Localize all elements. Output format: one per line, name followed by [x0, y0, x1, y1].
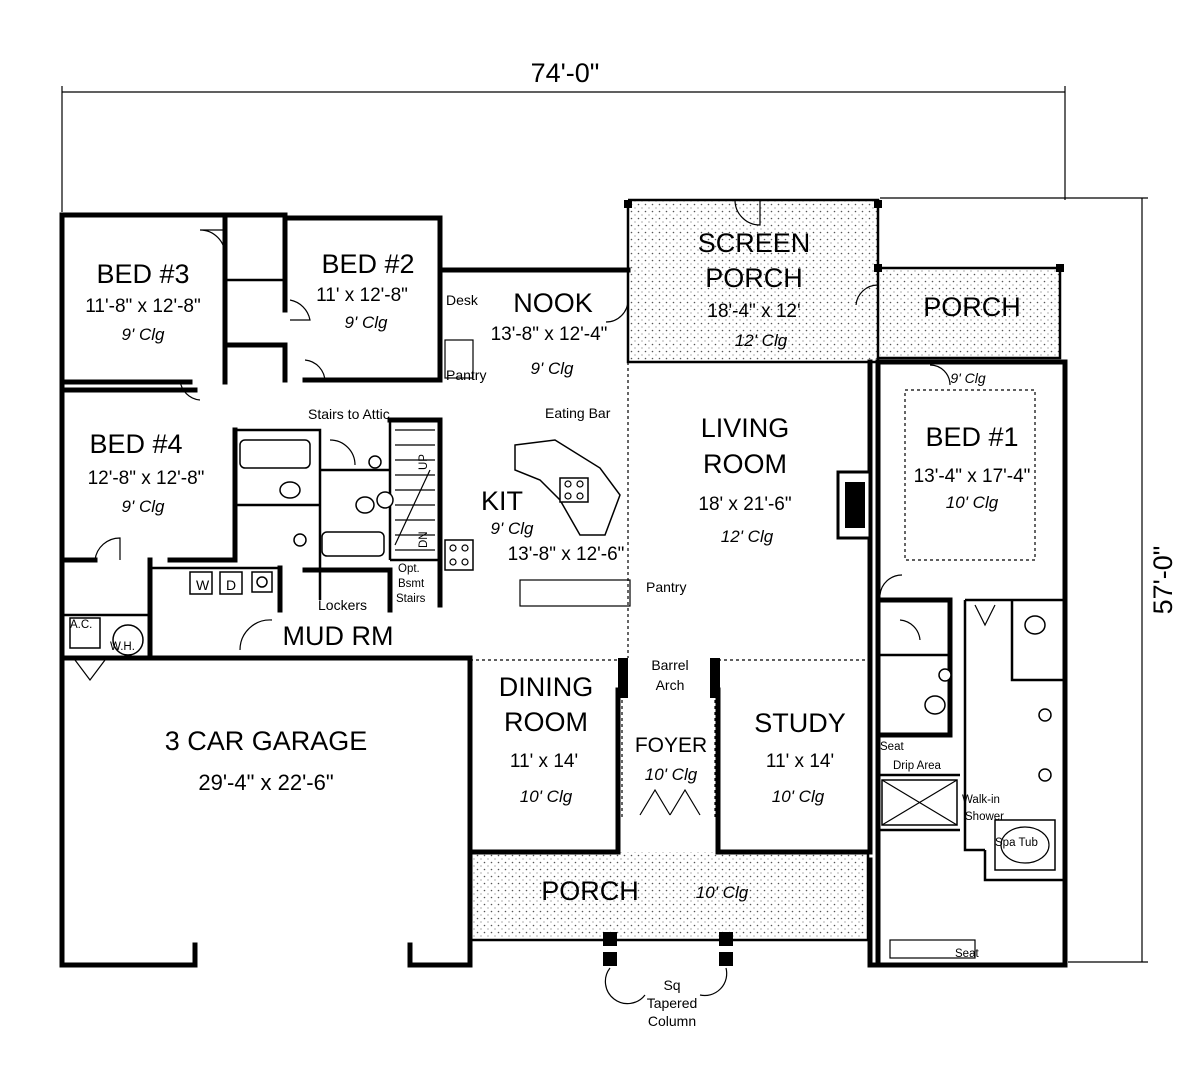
- garage-size: 29'-4" x 22'-6": [198, 770, 333, 795]
- front-porch-floor: [470, 852, 865, 937]
- washer-label: W: [196, 577, 210, 593]
- drip-area-label: Drip Area: [893, 760, 942, 772]
- bsmt-label: Bsmt: [398, 578, 425, 590]
- dining-name-line2: ROOM: [504, 707, 588, 737]
- shower-label: Shower: [965, 811, 1004, 823]
- dining-size: 11' x 14': [510, 751, 578, 772]
- bed1-name: BED #1: [925, 422, 1018, 452]
- living-ceiling: 12' Clg: [721, 527, 774, 546]
- kitchen-name: KIT: [481, 486, 523, 516]
- bed1-size: 13'-4" x 17'-4": [914, 466, 1031, 487]
- nook-pantry-label: Pantry: [446, 367, 486, 383]
- bed2-ceiling: 9' Clg: [345, 313, 388, 332]
- right-porch-floor: [880, 268, 1060, 358]
- desk-label: Desk: [446, 292, 479, 308]
- stairs-to-attic-label: Stairs to Attic: [308, 406, 390, 422]
- eating-bar-label: Eating Bar: [545, 405, 611, 421]
- bed4-name: BED #4: [89, 429, 182, 459]
- bed3-ceiling: 9' Clg: [122, 325, 165, 344]
- kitchen-pantry-label: Pantry: [646, 579, 686, 595]
- dining-name-line1: DINING: [499, 672, 594, 702]
- kitchen-size: 13'-8" x 12'-6": [508, 544, 625, 565]
- living-name-line1: LIVING: [701, 413, 790, 443]
- bed3-name: BED #3: [96, 259, 189, 289]
- stair-down-label: DN: [418, 531, 430, 548]
- stair-up-label: UP: [418, 454, 430, 470]
- tapered-label: Tapered: [647, 995, 698, 1011]
- bed1-ceiling: 10' Clg: [946, 493, 999, 512]
- front-porch-name: PORCH: [541, 876, 639, 906]
- dining-ceiling: 10' Clg: [520, 787, 573, 806]
- front-porch-ceiling: 10' Clg: [696, 883, 749, 902]
- screen-porch-ceiling: 12' Clg: [735, 331, 788, 350]
- bed2-name: BED #2: [321, 249, 414, 279]
- opt-label: Opt.: [398, 563, 420, 575]
- study-ceiling: 10' Clg: [772, 787, 825, 806]
- interior-walls: [59, 212, 1065, 968]
- porch-columns: [603, 200, 1064, 1005]
- depth-dimension-line: [880, 197, 1148, 963]
- dryer-label: D: [226, 577, 236, 593]
- bed4-ceiling: 9' Clg: [122, 497, 165, 516]
- bed4-size: 12'-8" x 12'-8": [88, 468, 205, 489]
- seat-bottom-label: Seat: [955, 948, 979, 960]
- sq-label: Sq: [663, 977, 680, 993]
- garage-name: 3 CAR GARAGE: [165, 726, 368, 756]
- depth-dimension: 57'-0": [1148, 546, 1178, 615]
- nook-name: NOOK: [513, 288, 593, 318]
- right-porch-name: PORCH: [923, 292, 1021, 322]
- bed1-tray-ceiling: 9' Clg: [950, 370, 986, 386]
- screen-porch-size: 18'-4" x 12': [707, 301, 800, 322]
- study-size: 11' x 14': [766, 751, 834, 772]
- foyer-ceiling: 10' Clg: [645, 765, 698, 784]
- ac-label: A.C.: [70, 619, 92, 631]
- screen-porch-name-line1: SCREEN: [698, 228, 811, 258]
- column-label: Column: [648, 1013, 696, 1029]
- water-heater-label: W.H.: [110, 641, 135, 653]
- mud-room-name: MUD RM: [283, 621, 394, 651]
- arch-label: Arch: [656, 677, 685, 693]
- foyer-name: FOYER: [635, 734, 707, 757]
- screen-porch-floor: [628, 200, 878, 360]
- width-dimension: 74'-0": [531, 58, 600, 88]
- lockers-label: Lockers: [318, 597, 367, 613]
- living-name-line2: ROOM: [703, 449, 787, 479]
- bed2-size: 11' x 12'-8": [316, 285, 408, 306]
- living-size: 18' x 21'-6": [698, 494, 791, 515]
- width-dimension-line: [61, 86, 1066, 212]
- walk-in-label: Walk-in: [962, 794, 1000, 806]
- study-name: STUDY: [754, 708, 846, 738]
- screen-porch-name-line2: PORCH: [705, 263, 803, 293]
- bed3-size: 11'-8" x 12'-8": [85, 296, 200, 317]
- barrel-label: Barrel: [651, 657, 688, 673]
- kitchen-ceiling: 9' Clg: [491, 519, 534, 538]
- nook-ceiling: 9' Clg: [531, 359, 574, 378]
- stairs-label: Stairs: [396, 593, 426, 605]
- door-swings: [74, 199, 996, 816]
- nook-size: 13'-8" x 12'-4": [491, 324, 608, 345]
- spa-tub-label: Spa Tub: [995, 837, 1038, 849]
- seat-top-label: Seat: [880, 741, 904, 753]
- fixtures: [69, 339, 1056, 871]
